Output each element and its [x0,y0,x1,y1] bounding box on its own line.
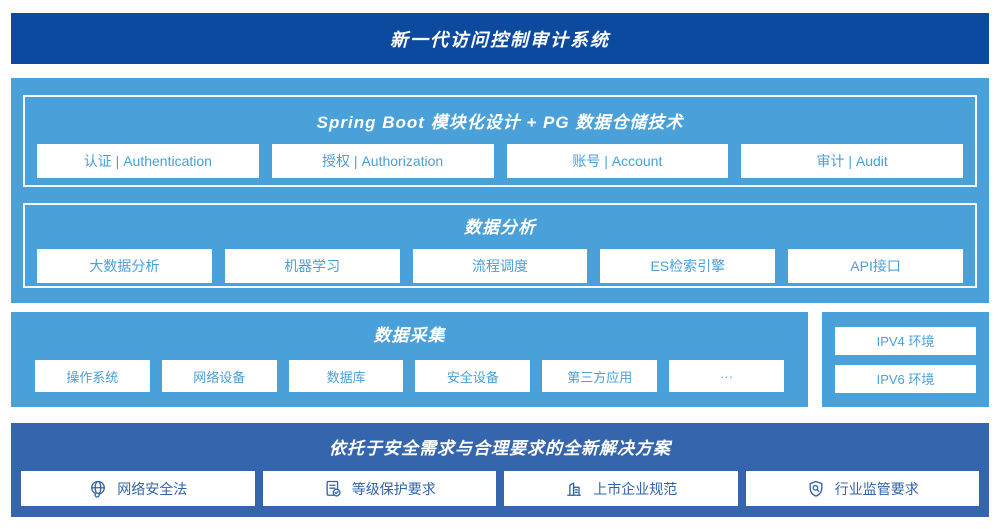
analysis-box-es: ES检索引擎 [600,249,776,283]
solution-box-listed-company: 上市企业规范 [504,471,738,506]
collect-box-network-device: 网络设备 [161,360,277,392]
solution-label: 上市企业规范 [593,480,678,497]
collect-box-database: 数据库 [288,360,404,392]
solution-title: 依托于安全需求与合理要求的全新解决方案 [329,439,671,458]
data-collection-section: 数据采集 操作系统 网络设备 数据库 安全设备 第三方应用 ··· [11,312,808,407]
spring-boot-items-row: 认证 | Authentication 授权 | Authorization 账… [37,144,963,178]
collect-box-thirdparty: 第三方应用 [542,360,658,392]
analysis-box-bigdata: 大数据分析 [37,249,212,283]
data-analysis-panel-title: 数据分析 [464,218,536,237]
solution-label: 行业监管要求 [834,480,919,497]
analysis-box-api: API接口 [788,249,963,283]
solution-section: 依托于安全需求与合理要求的全新解决方案 网络安全法 等级保护要求 [11,423,989,517]
shield-search-icon [809,480,823,497]
module-box-audit: 审计 | Audit [741,144,963,178]
data-collection-title: 数据采集 [373,326,446,345]
collect-box-os: 操作系统 [35,360,150,392]
solution-label: 网络安全法 [117,480,188,497]
solution-items-row: 网络安全法 等级保护要求 上市企业规范 [21,471,979,506]
env-box-ipv4: IPV4 环境 [835,326,976,355]
solution-label: 等级保护要求 [351,480,436,497]
analysis-box-ml: 机器学习 [224,249,400,283]
module-box-account: 账号 | Account [506,144,729,178]
analysis-box-scheduling: 流程调度 [412,249,588,283]
collect-box-more: ··· [669,360,784,392]
building-icon [567,482,582,496]
env-box-ipv6: IPV6 环境 [835,364,976,393]
spring-boot-panel-title: Spring Boot 模块化设计 + PG 数据仓储技术 [316,113,684,132]
environment-panel: IPV4 环境 IPV6 环境 [822,312,989,407]
solution-box-classified-protection: 等级保护要求 [262,471,496,506]
globe-icon [91,480,106,498]
system-title-banner: 新一代访问控制审计系统 [11,13,989,64]
solution-box-industry-regulation: 行业监管要求 [745,471,979,506]
solution-box-cybersecurity-law: 网络安全法 [21,471,255,506]
document-check-icon [326,480,341,497]
system-title: 新一代访问控制审计系统 [390,29,610,50]
collect-box-security-device: 安全设备 [415,360,531,392]
module-box-authorization: 授权 | Authorization [271,144,494,178]
spring-boot-panel: Spring Boot 模块化设计 + PG 数据仓储技术 认证 | Authe… [23,95,977,187]
platform-section: Spring Boot 模块化设计 + PG 数据仓储技术 认证 | Authe… [11,78,989,303]
data-analysis-items-row: 大数据分析 机器学习 流程调度 ES检索引擎 API接口 [37,249,963,283]
module-box-authentication: 认证 | Authentication [37,144,259,178]
data-collection-items-row: 操作系统 网络设备 数据库 安全设备 第三方应用 ··· [35,360,784,392]
data-analysis-panel: 数据分析 大数据分析 机器学习 流程调度 ES检索引擎 API接口 [23,203,977,288]
